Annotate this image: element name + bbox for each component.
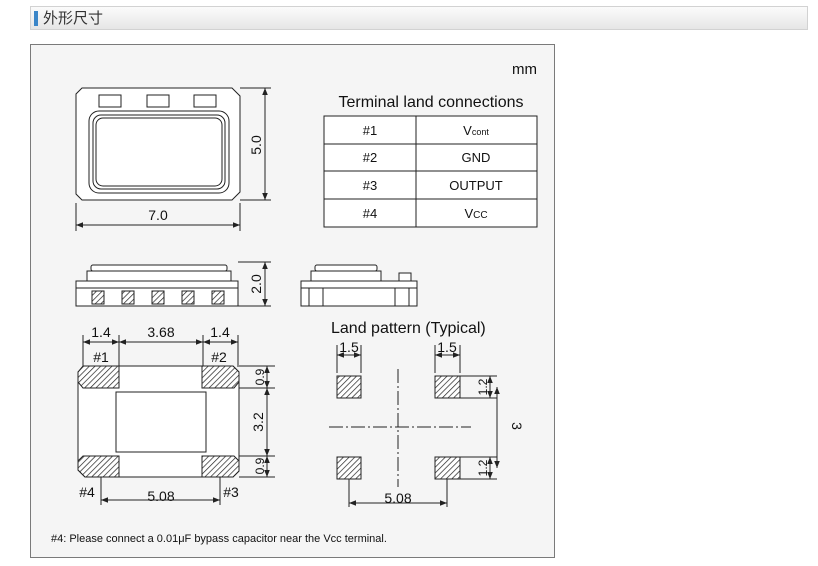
unit-label: mm: [512, 61, 537, 78]
side-view-end: [300, 264, 418, 307]
header-accent-bar: [34, 11, 38, 26]
land-pad-height-top: 1.2: [476, 378, 490, 395]
section-title: 外形尺寸: [43, 9, 104, 27]
land-pad-height-bottom: 1.2: [476, 459, 490, 476]
pin-label-1: #1: [93, 349, 109, 365]
land-pad-width-right: 1.5: [437, 339, 457, 355]
table-func-4: VCC: [464, 206, 487, 221]
bottom-pad-height-top: 0.9: [253, 368, 267, 385]
side-view-front: [75, 261, 271, 307]
pin-label-3: #3: [223, 484, 239, 500]
dimension-drawing: mm 5.0 7.0 Terminal land connections #1 …: [51, 61, 538, 545]
table-func-1: Vcont: [463, 123, 489, 138]
table-pin-2: #2: [363, 150, 377, 165]
table-func-2: GND: [462, 150, 491, 165]
pin-label-4: #4: [79, 484, 95, 500]
section-header: 外形尺寸: [30, 6, 808, 30]
bottom-pad-width-left: 1.4: [91, 324, 111, 340]
top-view: [75, 87, 271, 231]
land-pitch-label: 5.08: [384, 490, 411, 506]
bottom-pad-height-bottom: 0.9: [253, 457, 267, 474]
bottom-pad-width-right: 1.4: [210, 324, 230, 340]
bottom-view: [77, 335, 275, 505]
bottom-pitch-label: 5.08: [147, 488, 174, 504]
top-view-height-label: 5.0: [248, 135, 264, 155]
bottom-middle-gap: 3.2: [250, 412, 266, 432]
bottom-center-span: 3.68: [147, 324, 174, 340]
table-pin-1: #1: [363, 123, 377, 138]
table-pin-4: #4: [363, 206, 377, 221]
land-middle-label: 3: [509, 422, 525, 430]
top-view-width-label: 7.0: [148, 207, 168, 223]
bypass-note: #4: Please connect a 0.01μF bypass capac…: [51, 533, 387, 545]
table-func-3: OUTPUT: [449, 178, 503, 193]
terminal-table-title: Terminal land connections: [339, 94, 524, 111]
terminal-table: [323, 115, 538, 228]
dimension-drawing-panel: mm 5.0 7.0 Terminal land connections #1 …: [30, 44, 555, 558]
land-pad-width-left: 1.5: [339, 339, 359, 355]
land-pattern: [329, 345, 500, 507]
pin-label-2: #2: [211, 349, 227, 365]
table-pin-3: #3: [363, 178, 377, 193]
land-pattern-title: Land pattern (Typical): [331, 320, 486, 337]
side-view-height-label: 2.0: [248, 274, 264, 294]
